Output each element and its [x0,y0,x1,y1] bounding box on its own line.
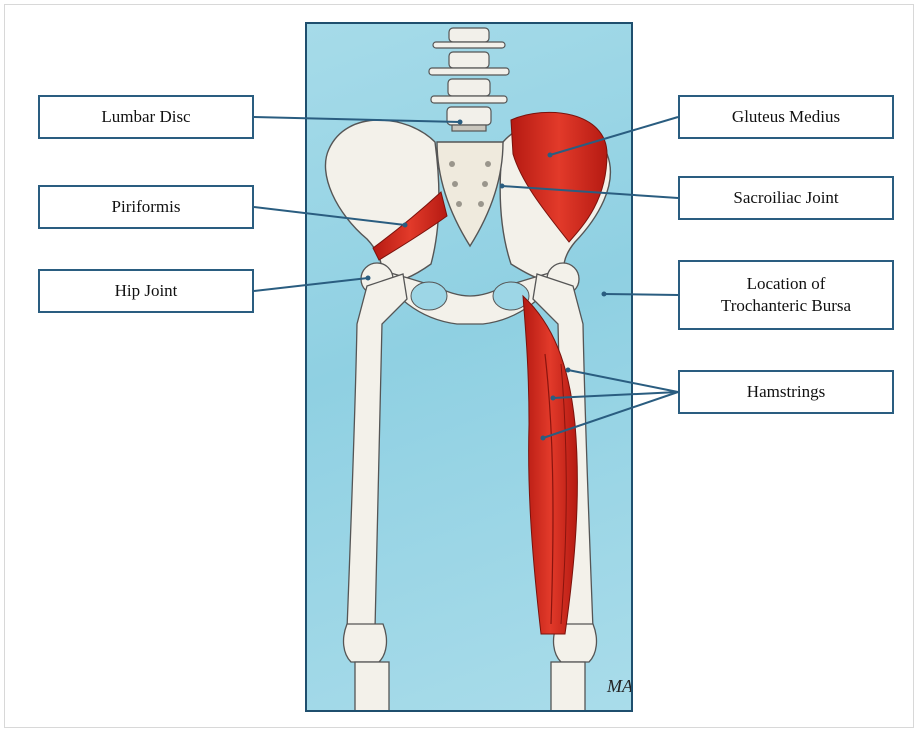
label-hip-joint: Hip Joint [38,269,254,313]
lumbar-spine [429,28,509,131]
sacrum [437,142,503,246]
label-hamstrings-text: Hamstrings [747,381,825,403]
pelvis-legs-drawing: MA [307,24,633,712]
label-trochanteric-bursa: Location of Trochanteric Bursa [678,260,894,330]
label-gluteus-medius: Gluteus Medius [678,95,894,139]
artist-signature: MA [606,676,633,696]
label-gluteus-medius-text: Gluteus Medius [732,106,840,128]
label-hamstrings: Hamstrings [678,370,894,414]
label-lumbar-disc-text: Lumbar Disc [101,106,190,128]
label-sacroiliac-joint-text: Sacroiliac Joint [733,187,838,209]
label-hip-joint-text: Hip Joint [115,280,178,302]
label-lumbar-disc: Lumbar Disc [38,95,254,139]
label-piriformis-text: Piriformis [112,196,181,218]
label-sacroiliac-joint: Sacroiliac Joint [678,176,894,220]
label-trochanteric-bursa-text: Location of Trochanteric Bursa [721,273,851,317]
label-piriformis: Piriformis [38,185,254,229]
anatomy-illustration: MA [305,22,633,712]
left-femur [344,263,407,712]
